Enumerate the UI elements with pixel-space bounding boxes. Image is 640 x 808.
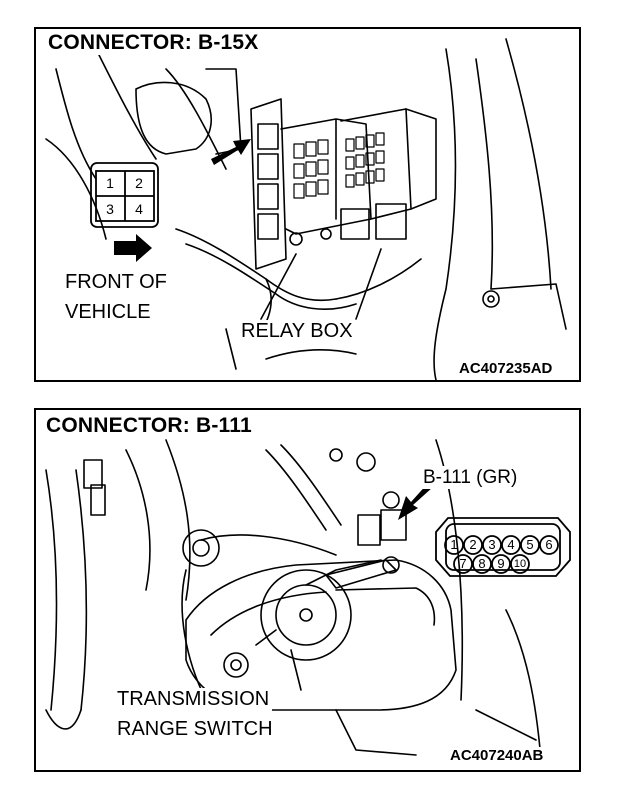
transmission-range-switch-label-line2: RANGE SWITCH (114, 718, 276, 741)
panel1-title: CONNECTOR: B-15X (44, 31, 263, 55)
front-of-vehicle-label-line2: VEHICLE (62, 301, 154, 324)
panel1-figure-code: AC407235AD (457, 360, 555, 377)
b15x-pin-3: 3 (106, 201, 114, 217)
engine-bay-illustration (45, 38, 567, 380)
b111-pin-2: 2 (469, 537, 477, 552)
connector-b15x-face (90, 162, 159, 228)
panel2-figure-code: AC407240AB (448, 747, 546, 764)
b111-pin-1: 1 (450, 537, 458, 552)
connector-b111-panel: CONNECTOR: B-111 B-111 (GR) 1 2 3 4 5 6 … (34, 408, 581, 772)
b15x-pin-4: 4 (135, 201, 143, 217)
b111-pin-3: 3 (488, 537, 496, 552)
b15x-pin-2: 2 (135, 175, 143, 191)
b111-pin-5: 5 (526, 537, 534, 552)
connector-b15x-panel: CONNECTOR: B-15X 1 2 3 4 FRONT OF VEHICL… (34, 27, 581, 382)
front-arrow-icon (114, 234, 152, 262)
b111-pin-9: 9 (497, 556, 505, 571)
b111-pin-8: 8 (478, 556, 486, 571)
b15x-pin-1: 1 (106, 175, 114, 191)
panel2-title: CONNECTOR: B-111 (42, 414, 256, 438)
relay-box-label: RELAY BOX (238, 320, 356, 343)
b111-pin-7: 7 (459, 556, 467, 571)
transmission-range-switch-label-line1: TRANSMISSION (114, 688, 273, 711)
transmission-illustration (45, 439, 571, 761)
front-of-vehicle-label-line1: FRONT OF (62, 271, 170, 294)
b111-connector-label: B-111 (GR) (420, 466, 521, 489)
b111-pin-10: 10 (513, 558, 527, 570)
b111-pin-4: 4 (507, 537, 515, 552)
connector-b111-face (435, 517, 571, 577)
b111-pin-6: 6 (545, 537, 553, 552)
